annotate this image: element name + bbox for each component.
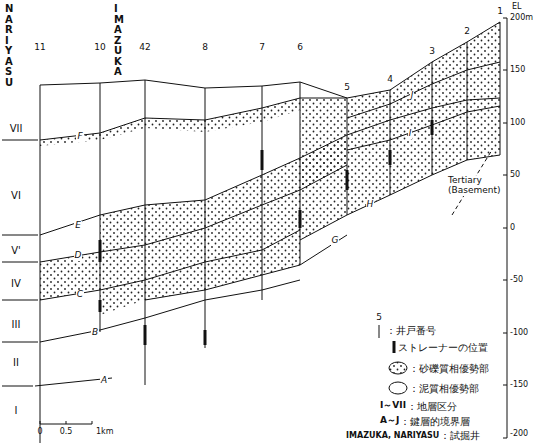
key-bed-label: D [74, 251, 83, 261]
layer-label: VII [10, 123, 23, 134]
well-name: NARIYASU [5, 4, 12, 88]
legend-text: ストレーナーの位置 [398, 342, 488, 353]
legend-key: IMAZUKA, NARIYASU [346, 432, 439, 441]
layer-label: I [15, 405, 18, 416]
layer-label: II [13, 357, 19, 368]
legend-text: ：砂礫質相優勢部 [409, 363, 489, 374]
legend-text: ：地層区分 [407, 401, 457, 412]
scale-label: 0 [37, 428, 42, 437]
elevation-label: 100 [510, 119, 525, 128]
layer-label: IV [11, 278, 21, 289]
well-number: 10 [94, 43, 105, 53]
well-name: IMAZUKA [114, 4, 121, 78]
key-bed-label: J [410, 91, 415, 101]
key-bed-label: F [76, 132, 83, 142]
elevation-label: -100 [510, 329, 528, 338]
key-bed-label: C [76, 290, 84, 300]
layer-label: VI [11, 190, 21, 201]
scale-label: 0.5 [60, 428, 73, 437]
key-bed-label: G [331, 236, 340, 246]
key-bed-label: I [408, 129, 413, 139]
legend-text: ：泥質相優勢部 [409, 383, 479, 394]
well-number: 2 [464, 27, 470, 37]
elevation-label: 0 [510, 224, 515, 233]
legend-key: A～J [380, 416, 399, 426]
well-number: 5 [344, 83, 350, 93]
key-bed-label: E [74, 221, 82, 231]
scale-label: 1km [96, 428, 114, 437]
well-number: 8 [202, 43, 208, 53]
well-number: 4 [387, 75, 393, 85]
well-number: 6 [297, 43, 303, 53]
elevation-label: -200 [510, 430, 528, 439]
basement-note: Tertiary (Basement) [448, 176, 506, 196]
legend-text: ：井戸番号 [386, 325, 436, 336]
legend-text: ：試掘井 [440, 430, 480, 441]
key-bed-label: A [100, 376, 108, 386]
elevation-label: -50 [510, 276, 523, 285]
elevation-label: EL [512, 3, 522, 12]
layer-label: III [12, 319, 21, 330]
well-number: 42 [139, 43, 150, 53]
well-number: 11 [34, 43, 45, 53]
elevation-label: -150 [510, 381, 528, 390]
elevation-label: 200m [510, 14, 533, 23]
well-number: 7 [259, 43, 265, 53]
legend-key: I～VII [380, 401, 406, 411]
layer-label: V' [11, 245, 21, 256]
well-number: 3 [429, 47, 435, 57]
elevation-label: 50 [510, 171, 520, 180]
elevation-label: 150 [510, 66, 525, 75]
key-bed-label: H [366, 200, 375, 210]
key-bed-label: B [91, 328, 99, 338]
well-number: 1 [497, 7, 503, 17]
legend-text: ：鍵層的境界層 [400, 416, 470, 427]
legend-sample: 5 [376, 313, 382, 323]
